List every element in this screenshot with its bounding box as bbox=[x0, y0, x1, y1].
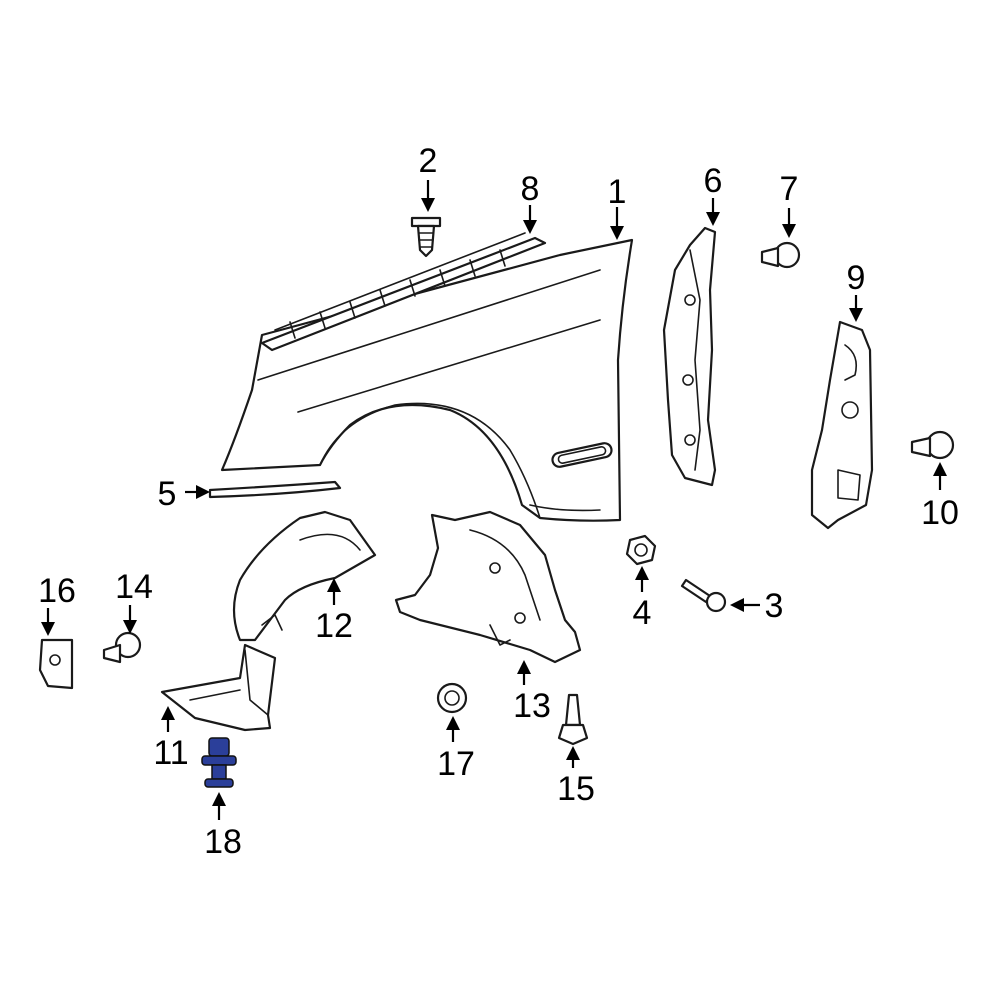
callout-3: 3 bbox=[765, 587, 784, 625]
part-8-trim-strip[interactable] bbox=[260, 232, 547, 352]
part-2-bolt[interactable] bbox=[410, 216, 442, 258]
part-5-moulding[interactable] bbox=[208, 480, 342, 499]
part-11-lower-liner[interactable] bbox=[160, 643, 277, 732]
callout-4: 4 bbox=[633, 594, 652, 632]
part-12-wheel-liner[interactable] bbox=[232, 510, 377, 642]
callout-labels: 1 2 3 4 5 6 7 8 9 10 11 12 13 14 15 16 1… bbox=[38, 142, 959, 861]
callout-6: 6 bbox=[704, 162, 723, 200]
part-1-fender[interactable] bbox=[220, 238, 634, 522]
callout-11: 11 bbox=[153, 734, 188, 772]
callout-17: 17 bbox=[437, 745, 475, 783]
callout-14: 14 bbox=[115, 568, 153, 606]
part-6-bracket[interactable] bbox=[662, 226, 717, 487]
callout-1: 1 bbox=[608, 173, 627, 211]
part-9-panel[interactable] bbox=[810, 320, 874, 530]
callout-2: 2 bbox=[419, 142, 438, 180]
part-17-clip[interactable] bbox=[436, 682, 468, 714]
part-18-push-clip[interactable] bbox=[201, 737, 237, 788]
callout-12: 12 bbox=[315, 607, 353, 645]
part-18-stem bbox=[211, 764, 227, 780]
part-14-clip[interactable] bbox=[102, 631, 142, 664]
part-4-nut[interactable] bbox=[625, 534, 657, 566]
part-7-clip[interactable] bbox=[760, 241, 801, 269]
callout-8: 8 bbox=[521, 170, 540, 208]
callout-9: 9 bbox=[847, 259, 866, 297]
callout-16: 16 bbox=[38, 572, 76, 610]
callout-10: 10 bbox=[921, 494, 959, 532]
part-18-cap bbox=[208, 737, 230, 757]
callout-5: 5 bbox=[158, 475, 177, 513]
callout-15: 15 bbox=[557, 770, 595, 808]
part-18-collar bbox=[201, 755, 237, 766]
part-16-clip[interactable] bbox=[38, 638, 74, 690]
callout-7: 7 bbox=[780, 170, 799, 208]
part-3-bolt[interactable] bbox=[680, 578, 727, 613]
leader-lines bbox=[41, 180, 947, 820]
part-13-inner-liner[interactable] bbox=[394, 510, 582, 664]
part-15-bolt[interactable] bbox=[557, 693, 589, 746]
part-10-clip[interactable] bbox=[910, 430, 955, 460]
part-18-base bbox=[204, 778, 234, 788]
callout-18: 18 bbox=[204, 823, 242, 861]
callout-13: 13 bbox=[513, 687, 551, 725]
